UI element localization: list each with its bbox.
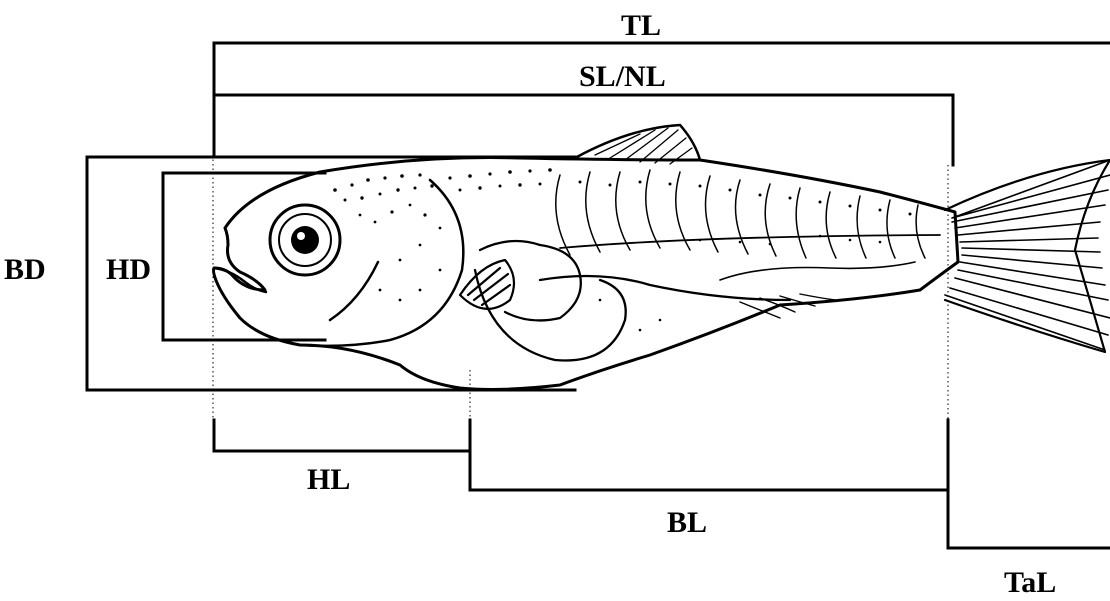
measurement-brackets bbox=[87, 43, 1110, 548]
bd-bracket bbox=[87, 157, 575, 390]
label-bd: BD bbox=[4, 255, 46, 285]
hd-bracket bbox=[163, 173, 325, 340]
fish-larva-illustration bbox=[214, 125, 1110, 389]
bl-bracket bbox=[470, 420, 948, 490]
tal-bracket bbox=[948, 490, 1110, 548]
caudal-fin bbox=[945, 160, 1110, 352]
pigment-dots bbox=[333, 168, 911, 331]
label-sl-nl: SL/NL bbox=[579, 62, 666, 92]
label-hl: HL bbox=[307, 465, 350, 495]
label-tal: TaL bbox=[1004, 568, 1056, 598]
operculum bbox=[300, 180, 463, 346]
label-hd: HD bbox=[106, 255, 151, 285]
hl-bracket bbox=[214, 420, 470, 451]
eye-icon bbox=[270, 205, 340, 275]
label-bl: BL bbox=[667, 508, 707, 538]
pectoral-fin bbox=[460, 260, 514, 309]
label-tl: TL bbox=[621, 11, 661, 41]
